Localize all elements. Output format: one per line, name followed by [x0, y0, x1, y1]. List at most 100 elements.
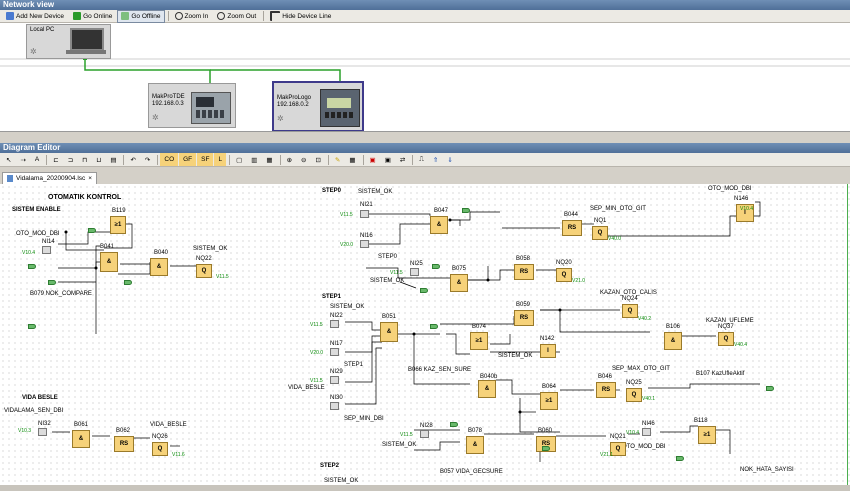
text-tool-icon[interactable]: A — [34, 156, 40, 163]
align-top-icon[interactable]: ⊔ — [96, 156, 102, 164]
marker-pin[interactable] — [450, 422, 458, 427]
logic-block-or[interactable]: ≥1 — [470, 332, 488, 350]
marker-pin[interactable] — [542, 446, 550, 451]
output-block[interactable]: Q — [626, 388, 642, 402]
device-lines — [0, 56, 850, 87]
marker-pin[interactable] — [420, 288, 428, 293]
select-tool-icon[interactable]: ↖ — [6, 156, 12, 164]
output-block[interactable]: Q — [592, 226, 608, 240]
output-block[interactable]: Q — [152, 442, 168, 456]
zoom-out-button[interactable]: Zoom Out — [213, 10, 260, 23]
zoom-out-icon[interactable]: ⊖ — [301, 156, 307, 164]
input-ni29[interactable] — [330, 376, 339, 384]
logic-block-and[interactable]: & — [478, 380, 496, 398]
align-left-icon[interactable]: ⊏ — [53, 156, 59, 164]
download-icon[interactable]: ⇓ — [447, 156, 453, 164]
input-ni32[interactable] — [38, 428, 47, 436]
input-ni30[interactable] — [330, 402, 339, 410]
logic-block-and[interactable]: & — [380, 322, 398, 342]
redo-icon[interactable]: ↷ — [144, 156, 151, 164]
input-ni46[interactable] — [642, 428, 651, 436]
distribute-icon[interactable]: ▤ — [110, 156, 117, 164]
window-split-icon[interactable]: ▥ — [251, 156, 258, 164]
marker-pin[interactable] — [676, 456, 684, 461]
marker-pin[interactable] — [430, 324, 438, 329]
align-center-icon[interactable]: ⊐ — [67, 156, 74, 164]
device-makprotde[interactable]: MakProTDE 192.168.0.3 ✲ — [148, 83, 236, 128]
marker-pin[interactable] — [432, 264, 440, 269]
close-icon[interactable]: × — [88, 175, 93, 182]
device-makprologo[interactable]: MakProLogo 192.168.0.2 ✲ — [272, 81, 364, 131]
go-offline-button[interactable]: Go Offline — [117, 9, 165, 23]
zoom-in-button[interactable]: Zoom In — [171, 10, 213, 23]
horizontal-scrollbar[interactable] — [0, 485, 850, 491]
upload-icon[interactable]: ⇑ — [432, 156, 439, 164]
window-quad-icon[interactable]: ▦ — [266, 156, 273, 164]
diagram-tab[interactable]: Vidalama_20200904.lsc × — [2, 172, 98, 184]
zoom-fit-icon[interactable]: ⊡ — [315, 156, 321, 164]
connect-tool-icon[interactable]: ⇢ — [20, 156, 26, 164]
marker-pin[interactable] — [88, 228, 96, 233]
grid-icon[interactable]: ▦ — [349, 156, 356, 164]
step-icon[interactable]: ⎍ — [419, 155, 424, 163]
rs-block[interactable]: RS — [562, 220, 582, 236]
gf-block-icon[interactable]: GF — [179, 153, 197, 166]
marker-pin[interactable] — [124, 280, 132, 285]
input-ni17[interactable] — [330, 348, 339, 356]
device-local-pc[interactable]: Local PC ✲ — [26, 24, 111, 59]
zoom-in-icon[interactable]: ⊕ — [286, 156, 293, 164]
marker-pin[interactable] — [462, 208, 470, 213]
rs-block[interactable]: RS — [114, 436, 134, 452]
add-device-button[interactable]: Add New Device — [2, 10, 68, 23]
go-online-button[interactable]: Go Online — [69, 10, 116, 23]
logic-block-or[interactable]: ≥1 — [110, 216, 126, 234]
l-block-icon[interactable]: L — [214, 153, 227, 166]
hide-device-line-button[interactable]: Hide Device Line — [266, 10, 335, 23]
window-single-icon[interactable]: ▢ — [236, 156, 243, 164]
online-test-icon[interactable]: ▣ — [384, 156, 391, 164]
rs-block[interactable]: RS — [514, 310, 534, 326]
marker-pin[interactable] — [48, 280, 56, 285]
input-ni14[interactable] — [42, 246, 51, 254]
output-block[interactable]: Q — [622, 304, 638, 318]
rs-block[interactable]: RS — [514, 264, 534, 280]
simulate-icon[interactable]: ▣ — [369, 156, 376, 164]
input-ni16[interactable] — [360, 240, 369, 248]
output-block[interactable]: Q — [610, 442, 626, 456]
logic-block-or[interactable]: ≥1 — [698, 426, 716, 444]
undo-icon[interactable]: ↶ — [130, 156, 136, 164]
marker-pin[interactable] — [766, 386, 774, 391]
marker-pin[interactable] — [28, 264, 36, 269]
input-ni22[interactable] — [330, 320, 339, 328]
input-ni28[interactable] — [420, 430, 429, 438]
input-block[interactable]: I — [736, 204, 754, 222]
logic-block-and[interactable]: & — [430, 216, 448, 234]
rs-block[interactable]: RS — [536, 436, 556, 452]
align-right-icon[interactable]: ⊓ — [82, 156, 88, 164]
output-block[interactable]: Q — [196, 264, 212, 278]
splitter[interactable] — [0, 131, 850, 141]
input-block[interactable]: I — [540, 344, 556, 358]
co-block-icon[interactable]: CO — [160, 153, 179, 166]
diagram-canvas[interactable]: OTOMATIK KONTROL SISTEM ENABLE VIDA BESL… — [0, 184, 850, 485]
block-id-nq20: NQ20 — [556, 260, 572, 266]
label-kazufleaktif: B107 KazUfleAktif — [696, 371, 745, 377]
logic-block-or[interactable]: ≥1 — [540, 392, 558, 410]
transfer-icon[interactable]: ⇄ — [399, 156, 406, 164]
marker-pin[interactable] — [28, 324, 36, 329]
highlight-icon[interactable]: ✎ — [334, 156, 341, 164]
sf-block-icon[interactable]: SF — [197, 153, 214, 166]
logic-block-and[interactable]: & — [150, 258, 168, 276]
logic-block-and[interactable]: & — [466, 436, 484, 454]
logic-block-and[interactable]: & — [450, 274, 468, 292]
output-block[interactable]: Q — [718, 332, 734, 346]
input-ni25[interactable] — [410, 268, 419, 276]
rs-block[interactable]: RS — [596, 382, 616, 398]
logic-block-and[interactable]: & — [72, 430, 90, 448]
value-tag: V11.5 — [340, 212, 353, 218]
input-ni21[interactable] — [360, 210, 369, 218]
block-id-b046: B046 — [598, 374, 613, 380]
logic-block-and[interactable]: & — [100, 252, 118, 272]
output-block[interactable]: Q — [556, 268, 572, 282]
logic-block-and[interactable]: & — [664, 332, 682, 350]
